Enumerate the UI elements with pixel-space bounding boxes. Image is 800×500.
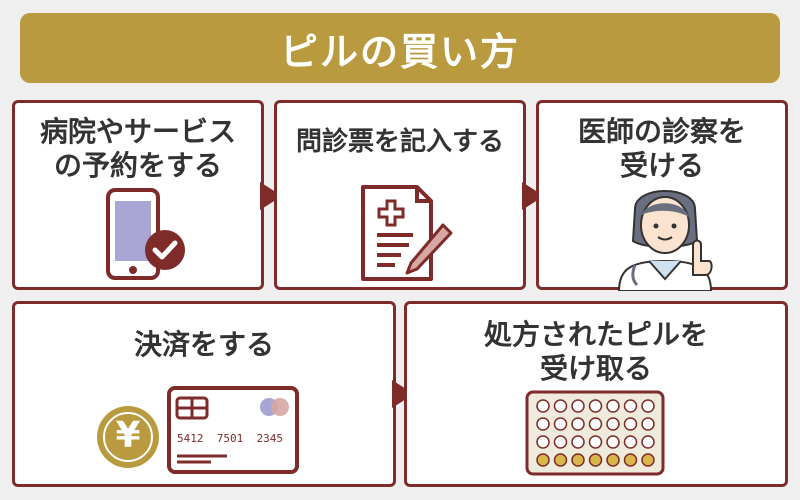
step-label-questionnaire: 問診票を記入する [295, 127, 504, 157]
yen-symbol: ¥ [115, 415, 141, 456]
card-number: 5412 7501 2345 [177, 432, 283, 445]
step-label-reservation: 病院やサービス の予約をする [39, 115, 236, 182]
pill [623, 417, 638, 431]
pill [571, 399, 585, 413]
pill [553, 417, 568, 431]
step-card-payment: 決済をする ¥ 5412 7501 2345 [12, 301, 396, 487]
pill [553, 399, 568, 413]
pill [623, 399, 638, 413]
step-label-consultation: 医師の診察を 受ける [577, 115, 746, 182]
pill [641, 453, 655, 467]
pill [606, 453, 620, 467]
step-card-receive: 処方されたピルを 受け取る [404, 301, 788, 487]
step-card-consultation: 医師の診察を 受ける [536, 100, 788, 291]
pill [606, 435, 620, 449]
pill [553, 435, 568, 449]
smartphone-check-icon [106, 188, 185, 280]
page-title: ピルの買い方 [279, 29, 520, 74]
yen-coin-icon [97, 406, 159, 468]
title-bar: ピルの買い方 [20, 13, 780, 83]
pill [571, 417, 585, 431]
credit-card-icon [167, 386, 299, 474]
pill [588, 399, 603, 413]
doctor-icon [617, 190, 713, 291]
pill-pack-icon [525, 390, 665, 476]
pill [536, 417, 550, 431]
step-label-payment: 決済をする [133, 328, 274, 361]
pill [536, 453, 550, 467]
pill [571, 453, 585, 467]
pill [606, 417, 620, 431]
pill [571, 435, 585, 449]
pill [641, 399, 655, 413]
pill [606, 399, 620, 413]
pill [623, 435, 638, 449]
pill [553, 453, 568, 467]
pill [588, 417, 603, 431]
pill [641, 417, 655, 431]
pill [623, 453, 638, 467]
pill [588, 435, 603, 449]
step-label-receive: 処方されたピルを 受け取る [483, 318, 708, 385]
medical-form-pen-icon [361, 185, 453, 281]
pill [536, 399, 550, 413]
step-card-reservation: 病院やサービス の予約をする [12, 100, 264, 290]
pill [536, 435, 550, 449]
pill [641, 435, 655, 449]
pill [588, 453, 603, 467]
step-card-questionnaire: 問診票を記入する [274, 100, 526, 290]
